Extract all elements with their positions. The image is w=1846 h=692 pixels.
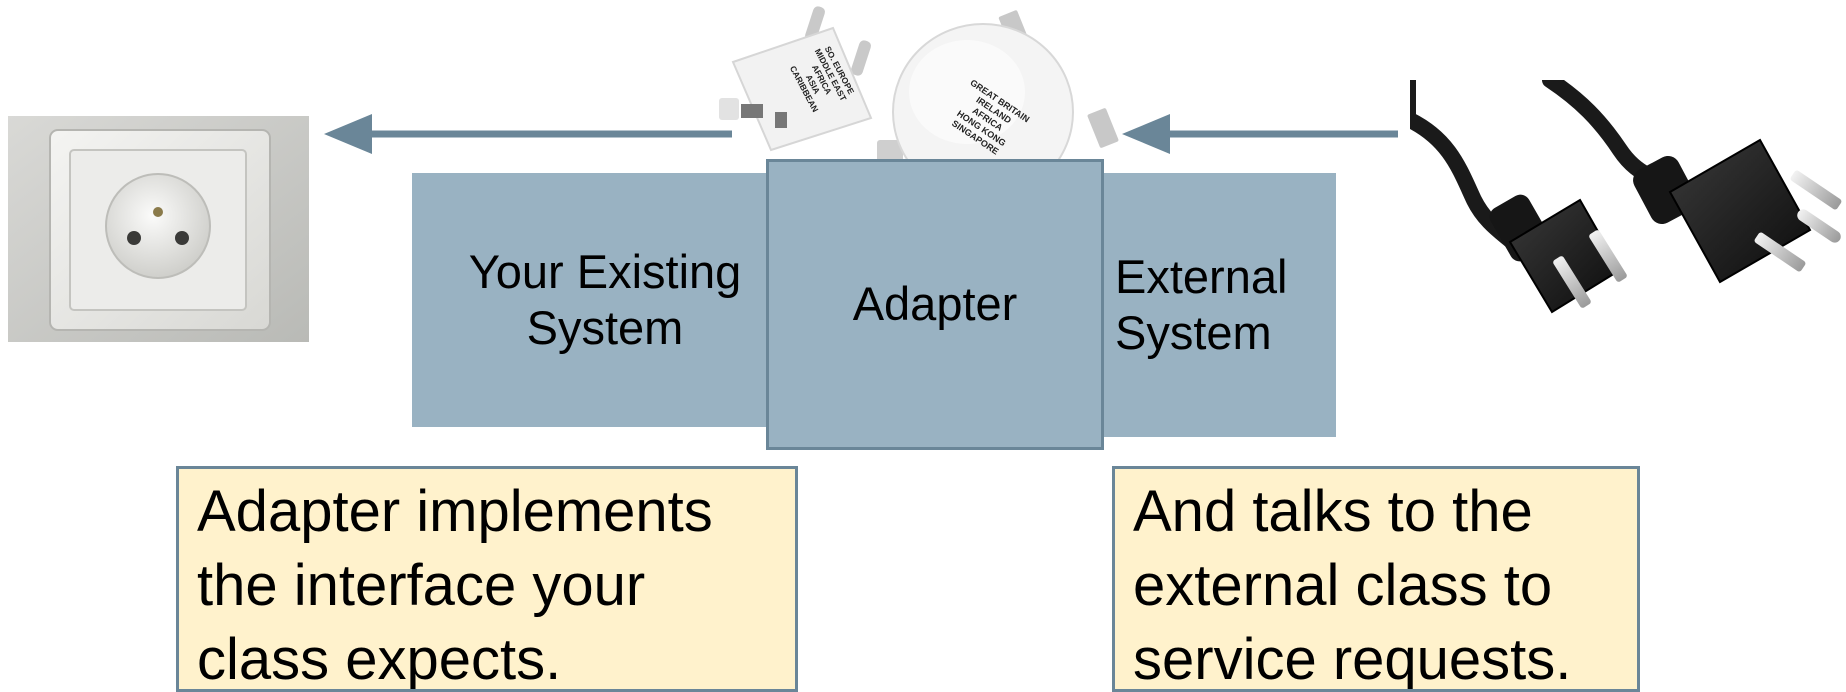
existing-system-label: Your Existing System — [468, 244, 742, 354]
arrow-to-socket — [324, 114, 732, 154]
travel-adapters-photo: SO. EUROPE MIDDLE EAST AFRICA ASIA CARIB… — [719, 6, 1119, 180]
adapter-box: Adapter — [766, 159, 1104, 450]
existing-system-box: Your Existing System — [412, 173, 798, 427]
external-system-box: External System — [1093, 173, 1336, 437]
arrow-to-adapter — [1122, 114, 1398, 154]
adapter-implements-note: Adapter implements the interface your cl… — [176, 466, 798, 692]
external-system-label: External System — [1115, 249, 1288, 359]
adapter-talks-note: And talks to the external class to servi… — [1112, 466, 1640, 692]
adapter-label: Adapter — [852, 277, 1018, 331]
wall-socket-photo — [8, 116, 309, 342]
power-plugs-photo — [1410, 80, 1842, 314]
